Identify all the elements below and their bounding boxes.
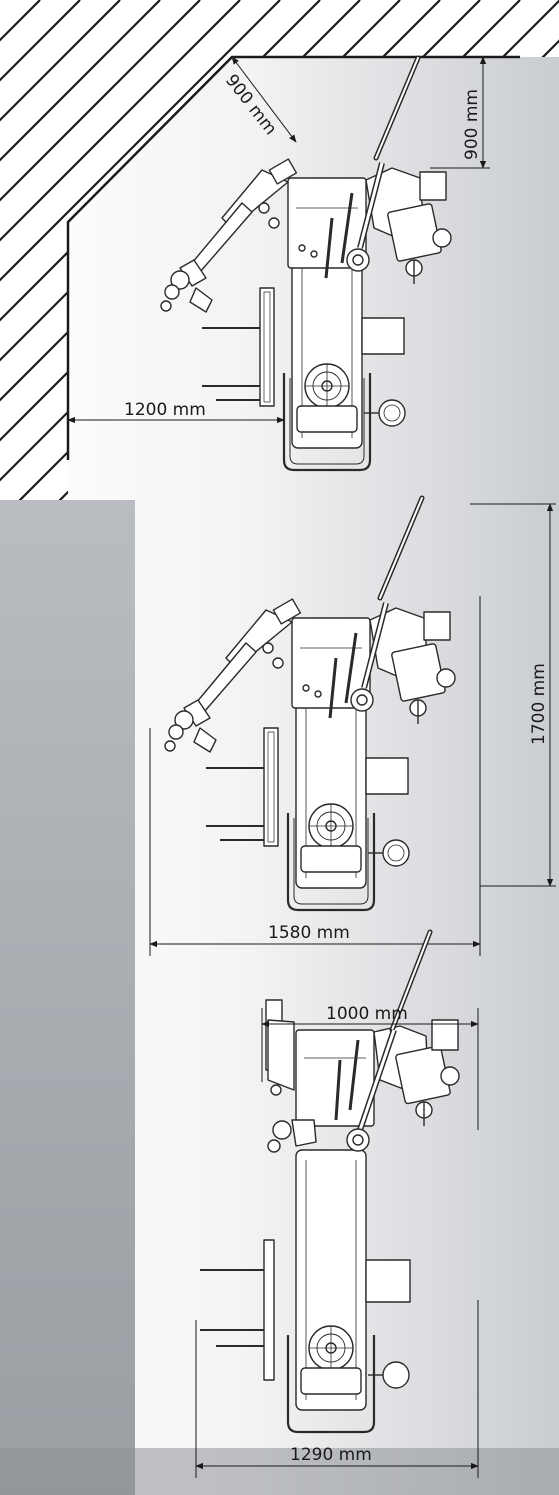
dim-label-1580: 1580 mm <box>268 923 350 943</box>
dim-line-diagonal <box>231 56 297 143</box>
folded-position-layout: 1000 mm 1290 mm <box>195 932 479 1478</box>
machine-drawing-folded <box>200 932 459 1432</box>
dim-label-1000: 1000 mm <box>326 1004 408 1024</box>
dim-label-1200: 1200 mm <box>124 400 206 420</box>
wall-edge <box>66 55 520 460</box>
dim-label-1290: 1290 mm <box>290 1445 372 1465</box>
dim-label-900-vertical: 900 mm <box>462 89 482 160</box>
working-position-layout: 1580 mm 1700 mm <box>149 498 556 956</box>
dim-label-1700: 1700 mm <box>529 663 549 745</box>
